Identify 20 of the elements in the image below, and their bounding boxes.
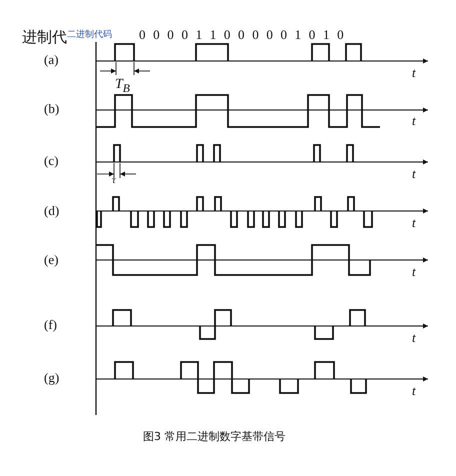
axis-label: t	[412, 265, 416, 278]
row-label: (c)	[44, 154, 58, 167]
axis-label: t	[412, 384, 416, 397]
row-label: (g)	[44, 371, 60, 384]
heading-text: 二进制代码	[67, 31, 112, 40]
axis-label: t	[412, 114, 416, 127]
row-label: (d)	[44, 204, 60, 217]
row-label: (a)	[44, 53, 58, 66]
axis-label: t	[412, 216, 416, 229]
axis-label: t	[412, 66, 416, 79]
heading-text: 进制代	[22, 30, 67, 45]
axis-label: t	[412, 167, 416, 180]
row-label: (b)	[44, 102, 60, 115]
dimension-label: T$_{B}$	[115, 78, 130, 94]
figure-caption: 图3 常用二进制数字基带信号	[143, 431, 286, 442]
row-label: (e)	[44, 253, 58, 266]
axis-label: t	[412, 331, 416, 344]
dimension-label: τ	[112, 176, 116, 186]
row-label: (f)	[44, 318, 57, 331]
bit-sequence: 0 0 0 0 1 1 0 0 0 0 0 1 0 1 0	[139, 28, 346, 41]
